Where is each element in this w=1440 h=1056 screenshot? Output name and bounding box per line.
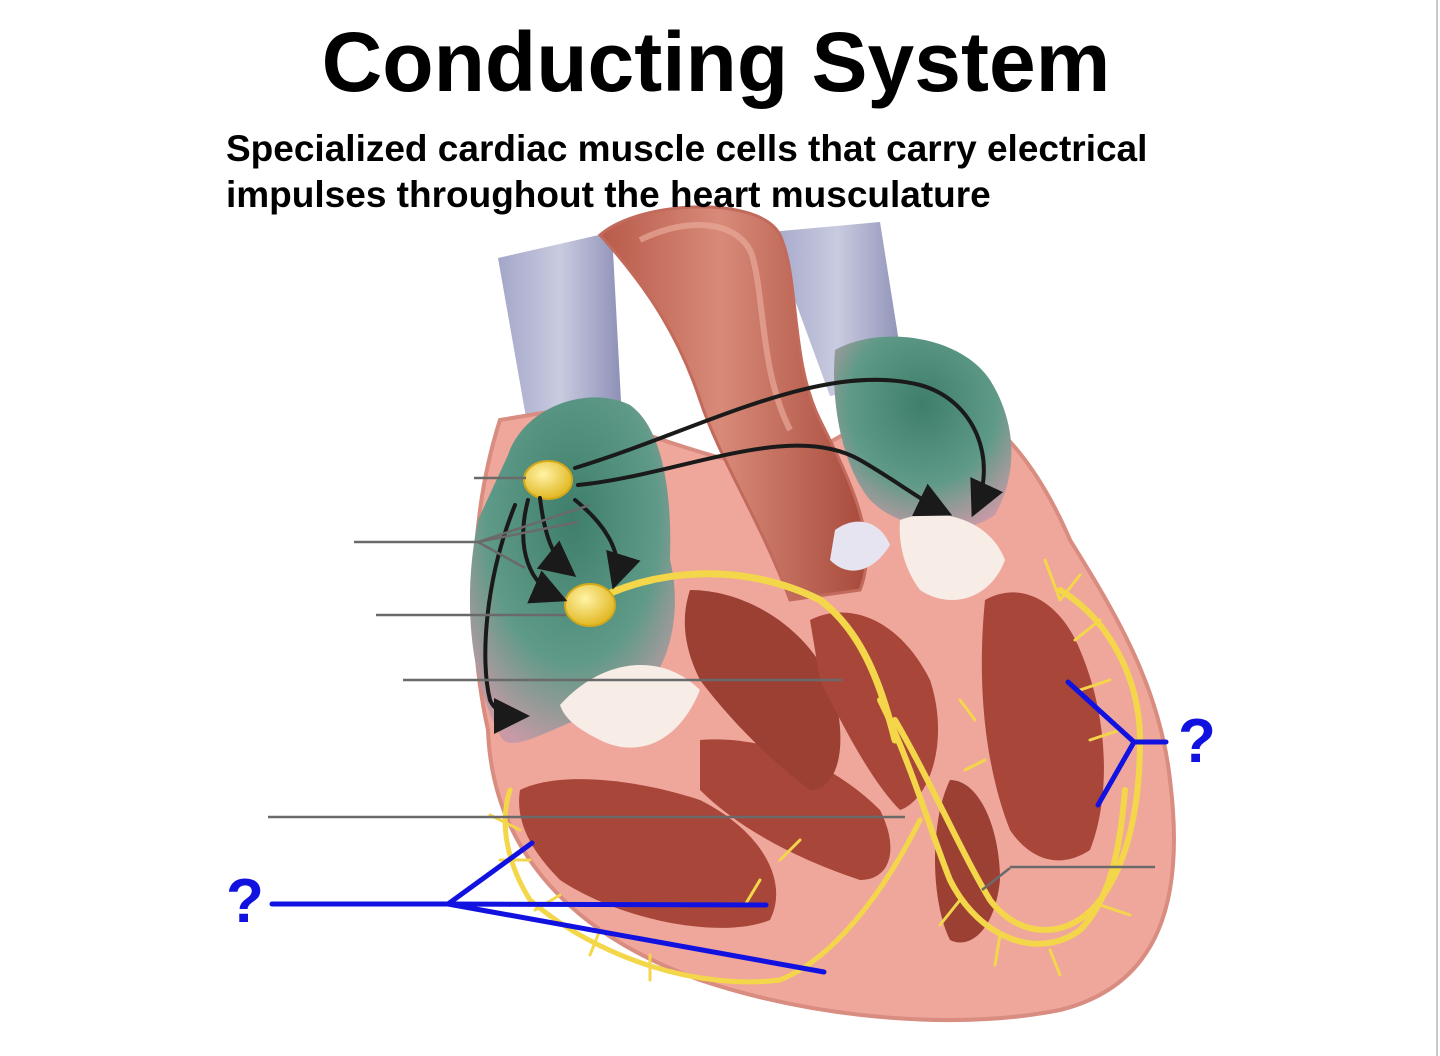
impulse-arrow-to-av-node-3	[521, 498, 568, 604]
aortic-valve	[830, 521, 890, 571]
impulse-arrow-to-left-atrium-lower	[576, 443, 953, 517]
impulse-arrow-to-left-atrium-upper	[573, 377, 1004, 518]
impulse-arrow-to-av-node-1	[536, 496, 577, 578]
question-label-left: ?	[226, 867, 264, 936]
right-bundle-branch	[877, 697, 1128, 947]
impulse-arrows	[483, 377, 1004, 734]
question-pointer-left	[269, 840, 827, 975]
slide-right-border	[1436, 0, 1438, 1056]
question-label-right: ?	[1178, 707, 1216, 776]
question-pointer-right	[1065, 679, 1169, 808]
purkinje-fiber-3	[938, 898, 1132, 977]
pointer-left-lower	[445, 901, 827, 975]
left-atrium	[834, 336, 1012, 530]
pointer-right-lower	[1095, 739, 1137, 808]
leader-line-internodal-branch-b	[477, 520, 579, 544]
label-leader-lines	[268, 476, 1155, 891]
leader-line-internodal-branch-a	[477, 503, 591, 544]
superior-vena-cava	[498, 232, 622, 440]
slide-subtitle: Specialized cardiac muscle cells that ca…	[226, 126, 1266, 218]
pointer-right-upper	[1065, 679, 1137, 745]
tricuspid-valve	[560, 664, 700, 748]
subtitle-line-1: Specialized cardiac muscle cells that ca…	[226, 128, 1148, 169]
aorta	[597, 205, 868, 602]
leader-line-purkinje-tick	[981, 867, 1011, 891]
left-bundle-branch	[892, 587, 1144, 933]
sinoatrial-node	[523, 460, 573, 500]
impulse-arrow-down-right-atrium	[483, 503, 530, 734]
purkinje-fiber-4	[743, 698, 987, 907]
av-bundle	[588, 570, 899, 744]
pointer-left-upper	[445, 840, 535, 907]
leader-line-internodal-branch-c	[477, 540, 526, 570]
atrioventricular-node	[564, 583, 616, 627]
subtitle-line-2: impulses throughout the heart musculatur…	[226, 174, 991, 215]
mitral-valve	[899, 514, 1005, 600]
purkinje-fiber-1	[1043, 558, 1122, 742]
pointer-left-middle	[445, 901, 769, 908]
slide-title: Conducting System	[321, 15, 1111, 109]
